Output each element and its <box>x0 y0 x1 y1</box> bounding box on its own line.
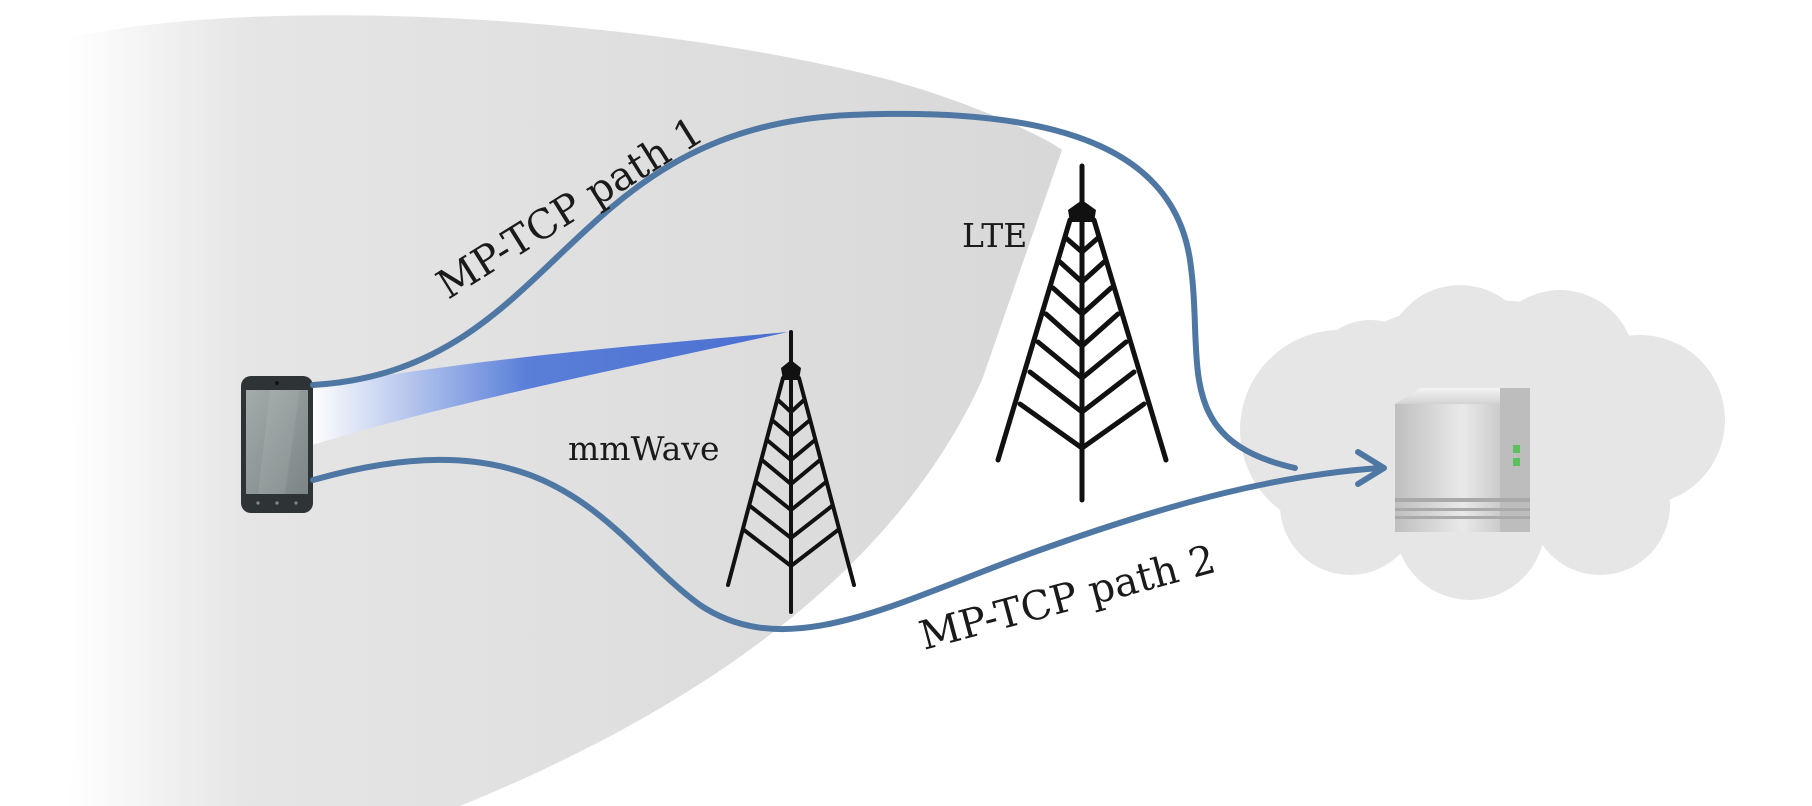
label-mmwave: mmWave <box>568 429 719 468</box>
server-led-1 <box>1513 445 1520 453</box>
server-icon <box>1395 388 1530 532</box>
lte-tower-top <box>1068 200 1096 222</box>
mmwave-beam <box>312 332 788 445</box>
mptcp-path-2-line <box>310 456 1383 633</box>
label-mptcp-path-2: MP-TCP path 2 <box>915 537 1221 660</box>
mptcp-path-1-line <box>310 110 1298 471</box>
mmwave-tower-top <box>781 360 801 380</box>
arrowhead-icon <box>1355 449 1387 487</box>
server-led-2 <box>1513 458 1520 466</box>
label-lte: LTE <box>962 216 1027 255</box>
phone-icon <box>241 376 313 513</box>
lte-tower-icon <box>995 163 1169 503</box>
lte-coverage-area <box>66 15 1062 806</box>
